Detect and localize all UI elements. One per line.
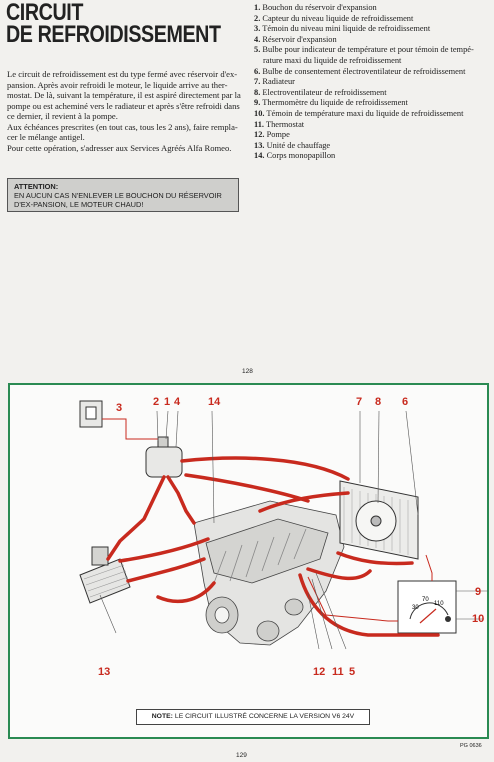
gauge-mark: 110	[434, 601, 444, 607]
legend-item: 10. Témoin de température maxi du liquid…	[254, 108, 464, 118]
legend-item: 9. Thermomètre du liquide de refroidisse…	[254, 98, 408, 108]
intro-paragraph: Le circuit de refroidissement est du typ…	[7, 69, 241, 121]
legend-item: 11. Thermostat	[254, 119, 305, 129]
callout-7: 7	[356, 396, 363, 408]
intro-text: Le circuit de refroidissement est du typ…	[7, 69, 247, 153]
page-number-top: 128	[242, 368, 253, 375]
legend-item: 6. Bulbe de consentement électroventilat…	[254, 66, 466, 76]
expansion-tank	[145, 436, 183, 478]
note-text: LE CIRCUIT ILLUSTRÉ CONCERNE LA VERSION …	[174, 713, 355, 720]
callout-lines	[99, 410, 488, 650]
legend-item: 3. Témoin du niveau mini liquide de refr…	[254, 24, 431, 34]
heater-unit	[79, 546, 131, 604]
callout-5: 5	[349, 666, 356, 678]
callout-10: 10	[472, 613, 485, 625]
legend-item: 1. Bouchon du réservoir d'expansion	[254, 3, 377, 12]
radiator	[339, 480, 419, 560]
legend-item: 7. Radiateur	[254, 77, 295, 87]
legend-item: 5. Bulbe pour indicateur de température …	[254, 45, 474, 65]
gauge-mark: 30	[412, 605, 419, 611]
diagram-note: NOTE:LE CIRCUIT ILLUSTRÉ CONCERNE LA VER…	[136, 709, 370, 725]
intro-paragraph: Pour cette opération, s'adresser aux Ser…	[7, 142, 232, 153]
note-label: NOTE:	[151, 713, 173, 720]
callout-8: 8	[375, 396, 382, 408]
callout-2: 2	[153, 396, 160, 408]
legend-item: 14. Corps monopapillon	[254, 151, 336, 161]
warning-light-box	[79, 400, 103, 428]
callout-4: 4	[174, 396, 181, 408]
attention-text: EN AUCUN CAS N'ENLEVER LE BOUCHON DU RÉS…	[14, 191, 222, 209]
callout-13: 13	[98, 666, 111, 678]
cooling-circuit-diagram: 30 70 110	[79, 400, 488, 650]
callout-11: 11	[332, 666, 344, 678]
intro-paragraph: Aux échéances prescrites (en tout cas, t…	[7, 121, 238, 143]
coolant-hoses	[106, 456, 440, 637]
parts-legend: 1. Bouchon du réservoir d'expansion 2. C…	[254, 3, 492, 162]
engine-block	[193, 500, 345, 646]
callout-9: 9	[475, 586, 482, 598]
figure-code: PG 0636	[460, 743, 482, 749]
legend-item: 2. Capteur du niveau liquide de refroidi…	[254, 13, 414, 23]
callout-14: 14	[208, 396, 221, 408]
callout-12: 12	[313, 666, 326, 678]
attention-title: ATTENTION:	[14, 182, 59, 191]
callout-1: 1	[164, 396, 171, 408]
page-number-bottom: 129	[236, 752, 247, 759]
callout-3: 3	[116, 402, 123, 414]
callout-6: 6	[402, 396, 409, 408]
gauge-mark: 70	[422, 597, 429, 603]
page-title: CIRCUIT DE REFROIDISSEMENT	[6, 0, 221, 48]
legend-item: 13. Unité de chauffage	[254, 140, 331, 150]
attention-box: ATTENTION: EN AUCUN CAS N'ENLEVER LE BOU…	[7, 178, 239, 212]
legend-item: 12. Pompe	[254, 130, 290, 140]
temperature-gauge: 30 70 110	[397, 580, 457, 634]
legend-item: 8. Electroventilateur de refroidissement	[254, 87, 387, 97]
legend-item: 4. Réservoir d'expansion	[254, 34, 337, 44]
